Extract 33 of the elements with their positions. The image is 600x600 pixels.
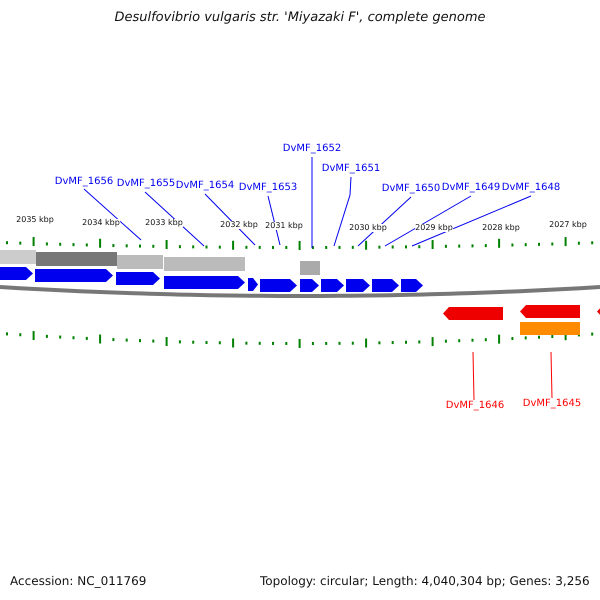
gene-label: DvMF_1655 (116, 179, 176, 189)
scale-label: 2029 kbp (415, 224, 453, 232)
scale-label: 2031 kbp (265, 222, 303, 230)
genome-info-text: Topology: circular; Length: 4,040,304 bp; Genes: 3,256 (260, 575, 590, 587)
gene-label: DvMF_1646 (446, 401, 504, 411)
leader-line (268, 196, 280, 246)
leader-line (334, 176, 352, 246)
leader-line (472, 352, 474, 400)
leader-line (550, 352, 552, 398)
leader-line (412, 196, 532, 246)
gene-label: DvMF_1648 (502, 183, 560, 193)
leader-line (204, 194, 256, 246)
leader-line (144, 192, 204, 246)
diagram-title: Desulfovibrio vulgaris str. 'Miyazaki F', complete genome (114, 11, 486, 24)
scale-label: 2030 kbp (349, 224, 387, 232)
leader-line (384, 196, 472, 246)
gene-label: DvMF_1645 (522, 399, 582, 409)
scale-label: 2035 kbp (16, 216, 54, 224)
leader-line (358, 196, 412, 246)
gene-label: DvMF_1651 (322, 164, 380, 174)
scale-label: 2032 kbp (220, 221, 258, 229)
scale-label: 2033 kbp (145, 219, 183, 227)
leader-line (84, 188, 142, 240)
gene-label: DvMF_1656 (54, 177, 114, 187)
gene-label: DvMF_1654 (176, 181, 234, 191)
genome-info-text: Accession: NC_011769 (10, 575, 146, 587)
scale-label: 2028 kbp (482, 224, 520, 232)
gene-label: DvMF_1650 (382, 184, 440, 194)
scale-label: 2027 kbp (549, 221, 587, 229)
scale-label: 2034 kbp (82, 219, 120, 227)
gene-label: DvMF_1652 (282, 144, 342, 154)
gene-label: DvMF_1653 (238, 183, 298, 193)
gene-label: DvMF_1649 (442, 183, 500, 193)
